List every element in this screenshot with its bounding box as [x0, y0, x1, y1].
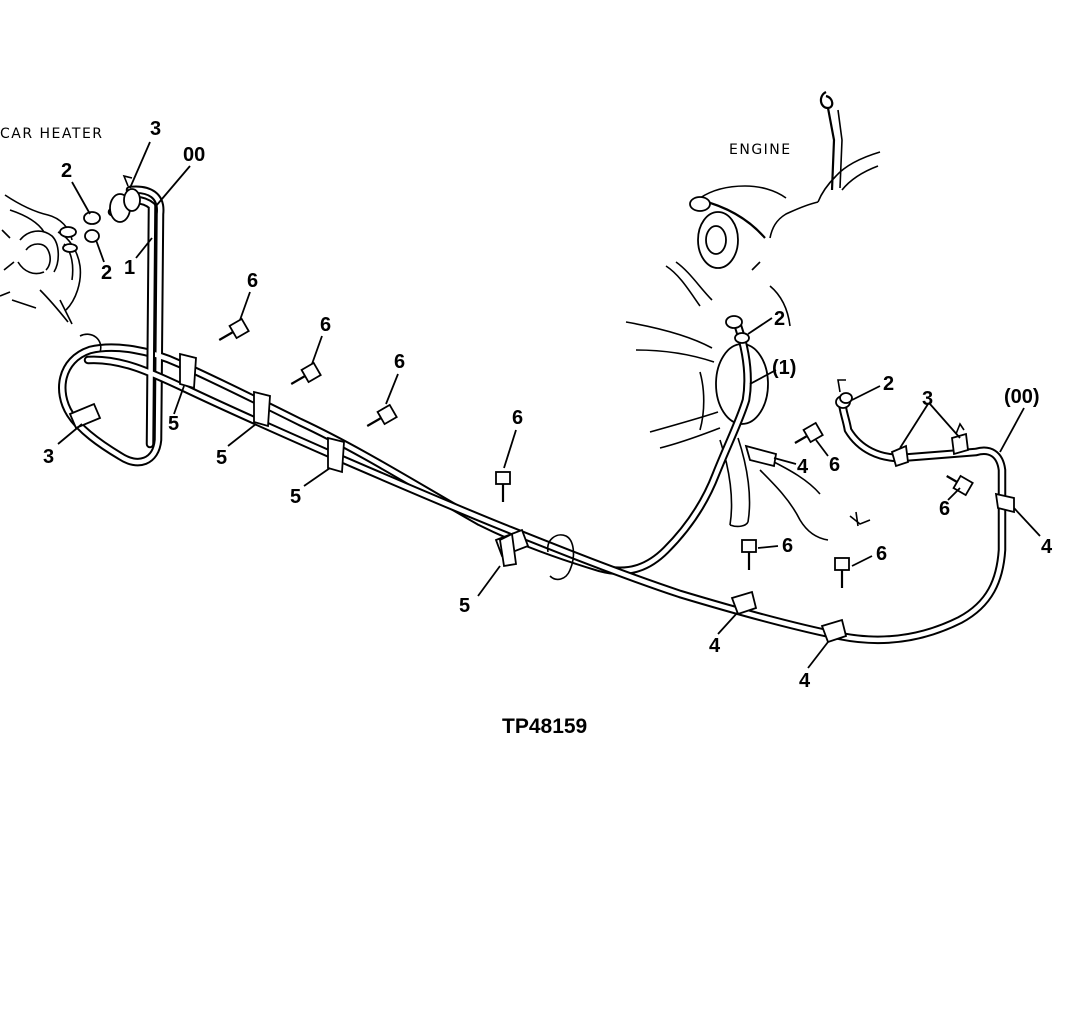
callout-5-a: 5 [168, 413, 179, 435]
callout-2-engine: 2 [774, 308, 785, 330]
callout-00-top: 00 [183, 144, 205, 166]
callout-6-a: 6 [247, 270, 258, 292]
hose-clamps-4 [68, 174, 1015, 644]
callout-00-paren: (00) [1004, 386, 1040, 408]
hose-clamps-5 [79, 333, 575, 581]
callout-3-top: 3 [150, 118, 161, 140]
callout-6-mid1: 6 [782, 535, 793, 557]
callout-3-right: 3 [922, 388, 933, 410]
callout-4-mid1: 4 [709, 635, 721, 657]
callout-2-right: 2 [883, 373, 894, 395]
heater-hose-assembly [58, 185, 1007, 645]
callout-6-right: 6 [939, 498, 950, 520]
callout-2-lower: 2 [101, 262, 112, 284]
callout-3-left: 3 [43, 446, 54, 468]
callout-6-mid2: 6 [876, 543, 887, 565]
callout-5-d: 5 [459, 595, 470, 617]
callout-4-right: 4 [1041, 536, 1053, 558]
callout-6-engine: 6 [829, 454, 840, 476]
leader-lines [57, 141, 1041, 669]
callout-2-upper: 2 [61, 160, 72, 182]
callout-6-b: 6 [320, 314, 331, 336]
hose-clamps-2 [83, 211, 853, 404]
car-heater-label: CAR HEATER [0, 126, 104, 142]
figure-id: TP48159 [502, 715, 587, 738]
engine-label: ENGINE [729, 142, 792, 158]
callout-4-engine: 4 [797, 456, 809, 478]
cap-screws-6 [218, 317, 974, 588]
callout-6-c: 6 [394, 351, 405, 373]
callout-4-mid2: 4 [799, 670, 811, 692]
callout-1: 1 [124, 257, 135, 279]
car-heater-illustration [0, 194, 82, 325]
callout-5-c: 5 [290, 486, 301, 508]
callout-1-paren: (1) [772, 357, 796, 379]
callout-5-b: 5 [216, 447, 227, 469]
engine-illustration [625, 91, 881, 541]
callout-6-d: 6 [512, 407, 523, 429]
